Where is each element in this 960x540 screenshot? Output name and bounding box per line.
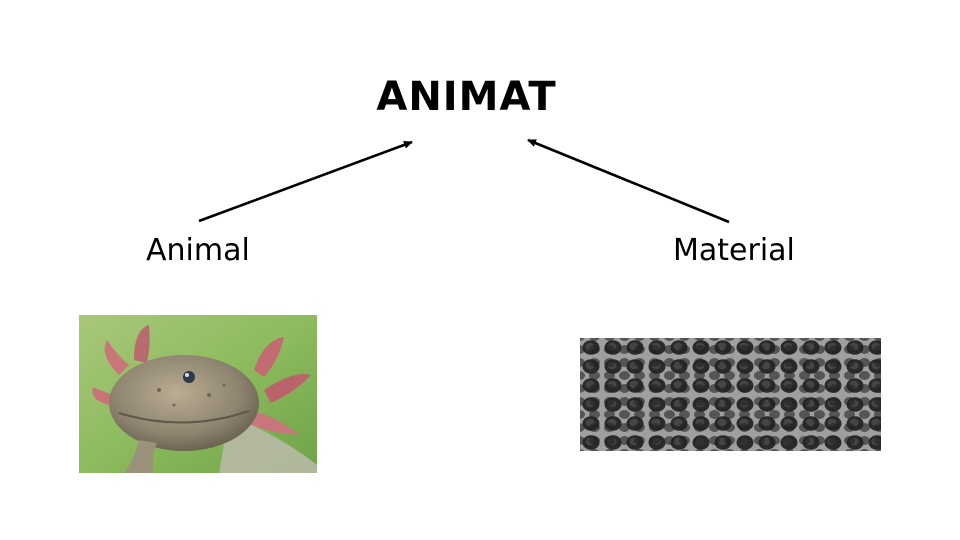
foam-image xyxy=(580,338,881,451)
axolotl-image xyxy=(79,315,317,473)
diagram-title: ANIMAT xyxy=(376,74,557,120)
label-material: Material xyxy=(673,233,795,268)
arrow-material-to-title xyxy=(527,138,730,224)
label-animal: Animal xyxy=(146,233,250,268)
arrow-animal-to-title xyxy=(198,140,413,223)
